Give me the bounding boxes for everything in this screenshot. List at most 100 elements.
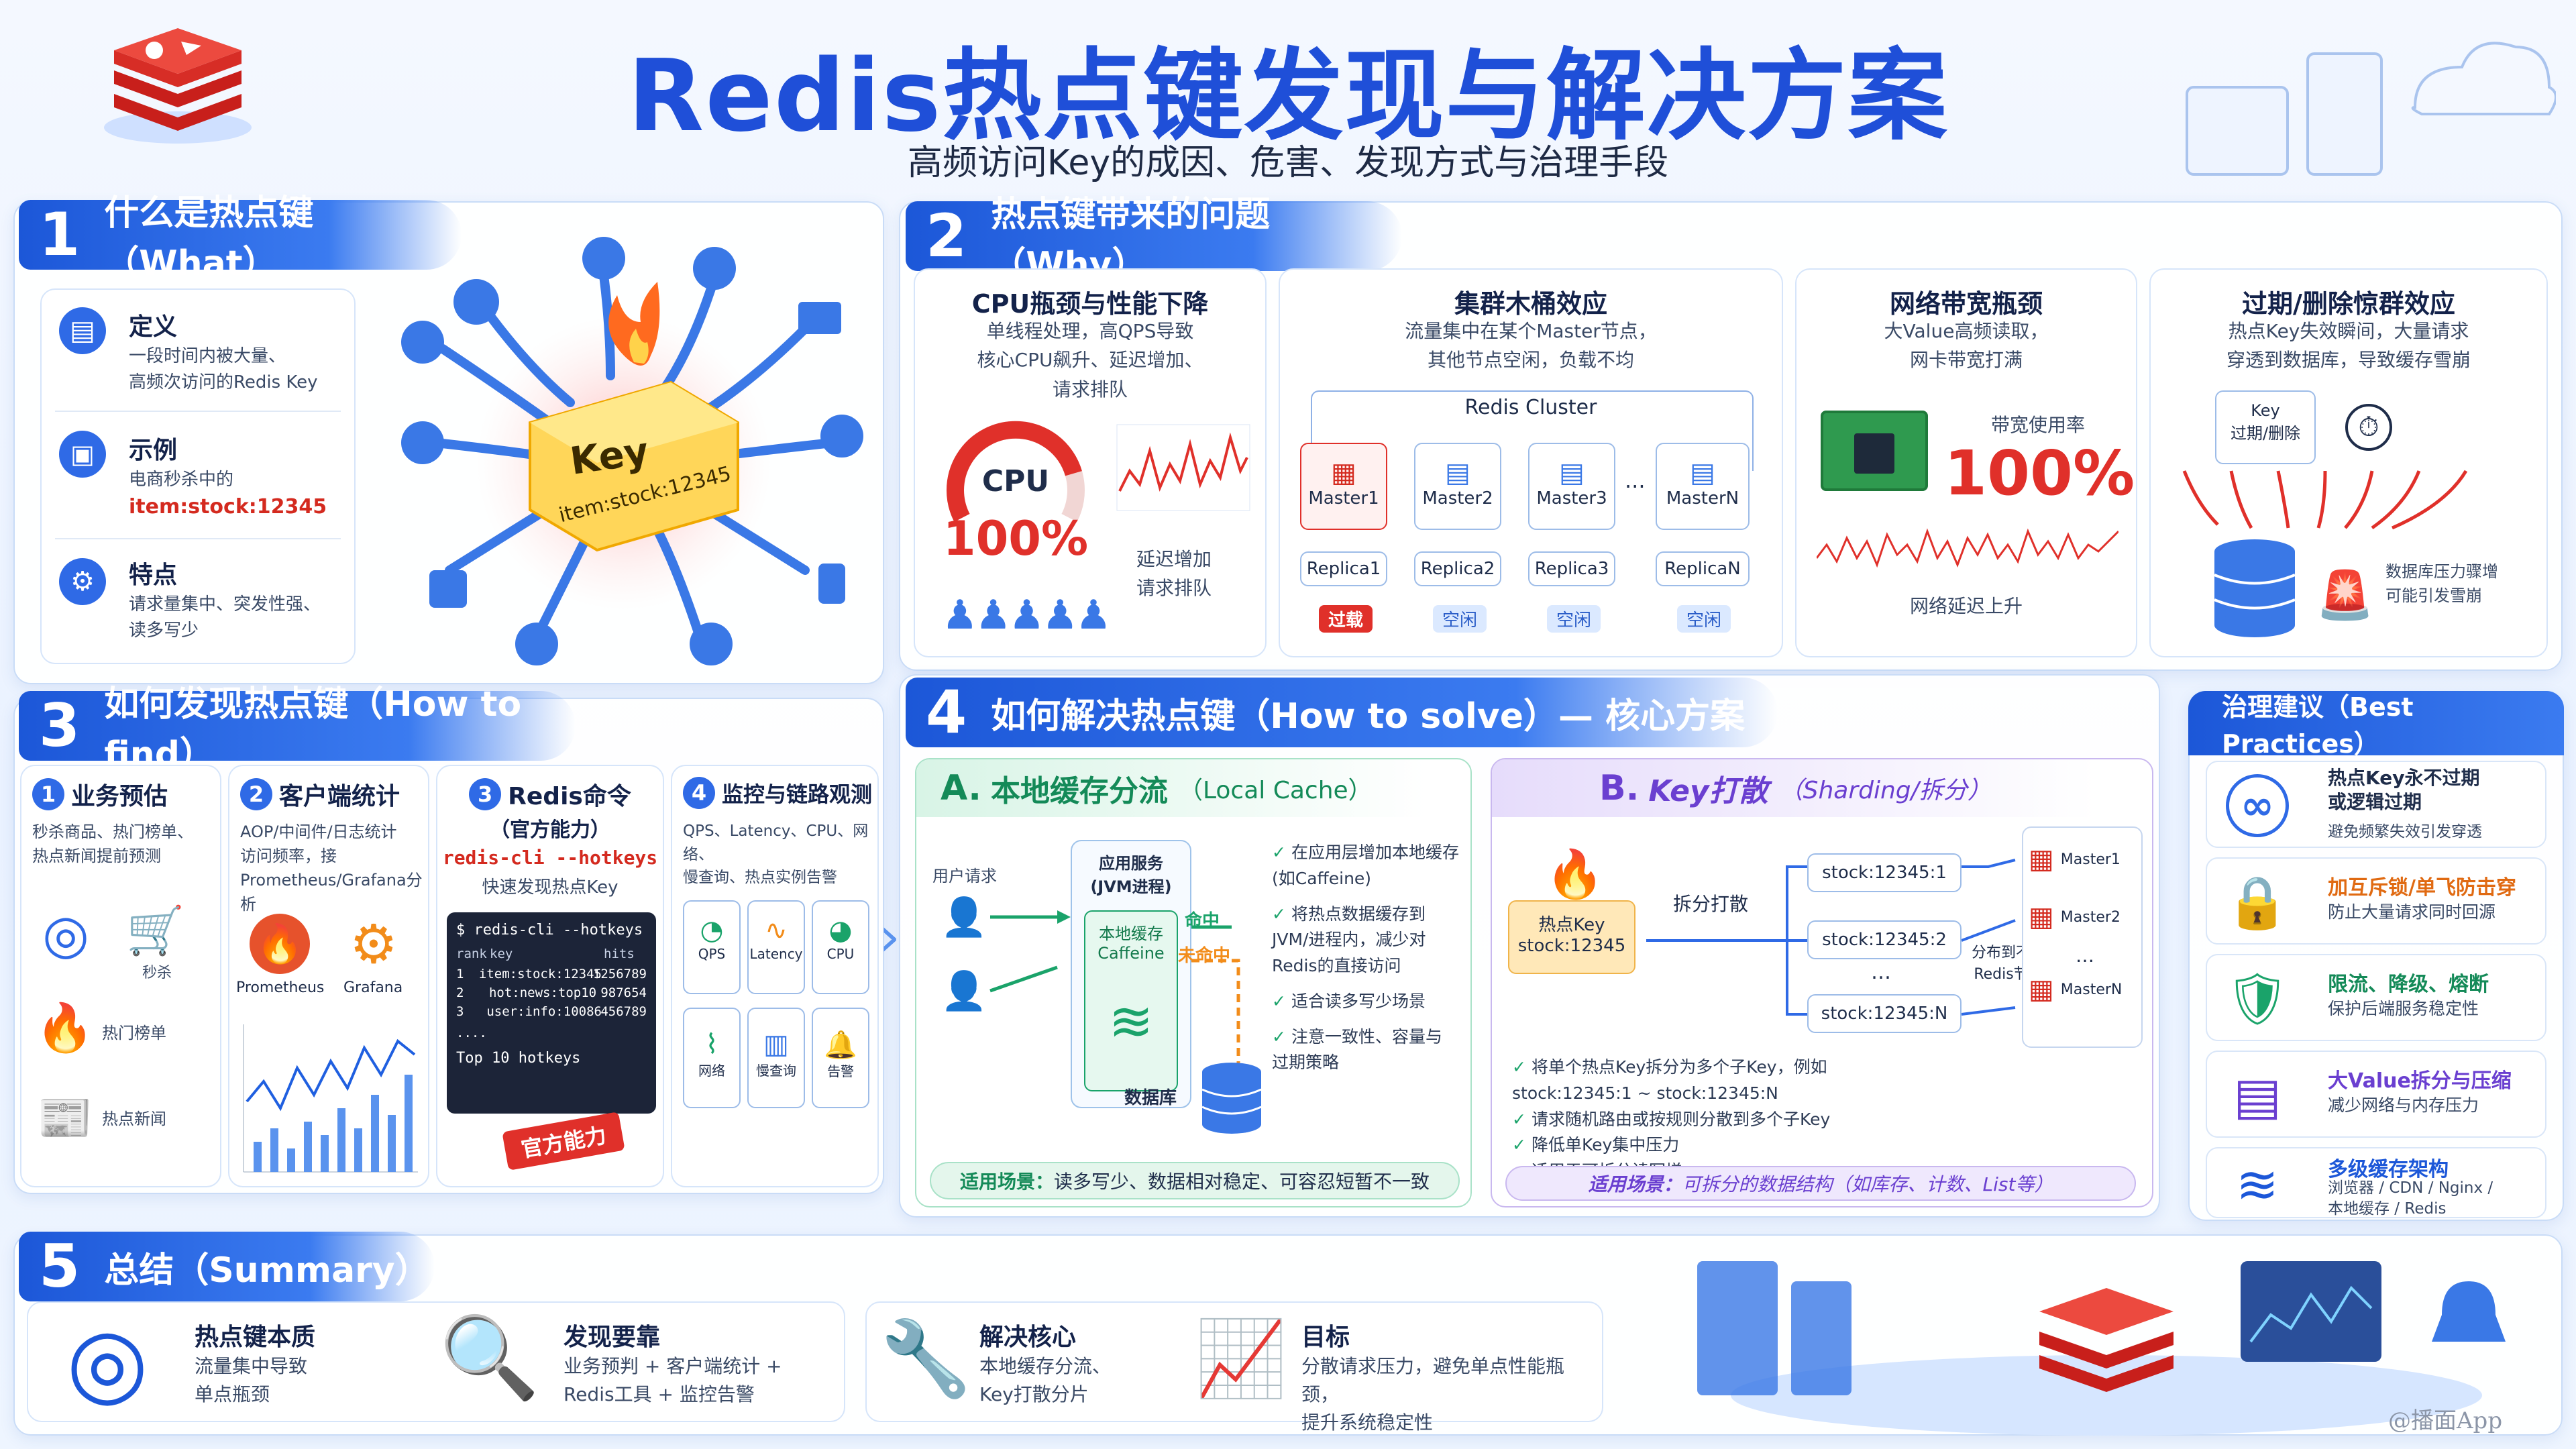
redis-cmd-desc: 快速发现热点Key (482, 877, 619, 898)
replica-node-n: ReplicaN (1656, 551, 1750, 586)
layers-icon: ≋ (1108, 989, 1154, 1053)
master-node-3: ▤Master3 (1528, 443, 1615, 530)
metric-network: ⌇网络 (683, 1008, 741, 1108)
flow-chevron-icon: › (879, 906, 900, 968)
cluster-ellipsis: ... (1625, 468, 1646, 493)
step-4-badge: 4 (683, 777, 715, 809)
hot-key-illustration: Key item:stock:12345 (376, 221, 872, 671)
expire-desc: 热点Key失效瞬间，大量请求 穿透到数据库，导致缓存雪崩 (2226, 320, 2471, 372)
hot-list-label: 热门榜单 (102, 1024, 166, 1042)
step-2-badge: 2 (240, 778, 272, 810)
feature-text: 请求量集中、突发性强、 读多写少 (129, 594, 321, 641)
shard-point-3: ✓降低单Key集中压力 (1512, 1135, 1680, 1155)
network-latency-chart (1817, 528, 2118, 568)
master-node-1: ▦Master1 (1300, 443, 1387, 530)
summary-target-icon: ◎ (66, 1307, 149, 1417)
shard-key-2: stock:12345:2 (1807, 920, 1962, 959)
bp-item-2: 🔒 加互斥锁/单飞防击穿 防止大量请求同时回源 (2206, 857, 2546, 945)
step-3-badge: 3 (469, 778, 502, 810)
example-key: item:stock:12345 (129, 495, 327, 519)
master-node-n: ▤MasterN (1656, 443, 1750, 530)
latency-spike-chart (1116, 424, 1250, 511)
cluster-title: 集群木桶效应 (1454, 289, 1607, 319)
seckill-label: 秒杀 (142, 965, 172, 981)
layers-stack-icon: ≋ (2236, 1154, 2279, 1214)
local-cache-points: ✓在应用层增加本地缓存 (如Caffeine) ✓将热点数据缓存到 JVM/进程… (1272, 840, 1466, 1076)
gear-icon: ⚙ (59, 558, 106, 605)
best-practices-header: 治理建议（Best Practices） (2188, 691, 2564, 759)
client-desc: AOP/中间件/日志统计 访问频率，接 Prometheus/Grafana分析 (240, 822, 423, 914)
shard-key-1: stock:12345:1 (1807, 853, 1962, 892)
replica-node-2: Replica2 (1414, 551, 1501, 586)
terminal-col-rank: rank (456, 947, 487, 961)
business-title: 业务预估 (71, 783, 168, 810)
solve-local-cache-card: A. 本地缓存分流 （Local Cache） 用户请求 👤 👤 应用服务 (J… (915, 758, 1472, 1208)
alarm-icon: 🚨 (2316, 567, 2375, 623)
local-point-3: ✓适合读多写少场景 (1272, 991, 1426, 1011)
local-point-4: ✓注意一致性、容量与 过期策略 (1272, 1026, 1442, 1073)
summary-box-1 (27, 1301, 845, 1422)
terminal-footer: Top 10 hotkeys (456, 1050, 581, 1067)
hit-label: 命中 (1185, 911, 1220, 931)
definition-text: 一段时间内被大量、 高频次访问的Redis Key (129, 346, 318, 392)
expired-key-box: Key 过期/删除 (2215, 390, 2316, 464)
shard-point-2: ✓请求随机路由或按规则分散到多个子Key (1512, 1109, 1831, 1129)
metric-latency: ∿Latency (747, 900, 805, 994)
monitor-desc: QPS、Latency、CPU、网络、 慢查询、热点实例告警 (683, 822, 869, 886)
redis-logo (101, 20, 255, 148)
local-cache-header: A. 本地缓存分流 （Local Cache） (916, 759, 1426, 817)
prometheus-icon: 🔥 (250, 914, 310, 974)
cart-icon: 🛒 (126, 902, 185, 958)
redis-node-1: ▦Master1 (2029, 844, 2121, 875)
terminal-col-key: key (490, 947, 513, 961)
clock-icon: ⏱ (2345, 404, 2392, 451)
replica-node-3: Replica3 (1528, 551, 1615, 586)
summary-box-2 (865, 1301, 1603, 1422)
status-overload: 过载 (1319, 605, 1373, 633)
page-subtitle: 高频访问Key的成因、危害、发现方式与治理手段 (907, 143, 1669, 183)
example-title: 示例 (129, 437, 178, 464)
cache-database-icon (1201, 1063, 1262, 1134)
redis-cmd-subtitle: （官方能力） (490, 818, 610, 842)
hot-key-box: 热点Key stock:12345 (1508, 900, 1635, 974)
lock-icon: 🔒 (2225, 872, 2290, 932)
shard-arrows (1646, 859, 2016, 1016)
shard-dots: … (1871, 961, 1891, 984)
watermark: @播面App (2388, 1407, 2503, 1434)
network-title: 网络带宽瓶颈 (1889, 289, 2043, 319)
bp-item-4: ▤ 大Value拆分与压缩 减少网络与内存压力 (2206, 1051, 2546, 1138)
grafana-label: Grafana (343, 979, 403, 996)
database-label: 数据库 (1124, 1088, 1177, 1108)
cpu-desc: 单线程处理，高QPS导致 核心CPU飙升、延迟增加、 请求排队 (977, 320, 1203, 400)
summary-item-4: 📈 目标 分散请求压力，避免单点性能瓶颈， 提升系统稳定性 (1194, 1308, 1597, 1434)
terminal-command: $ redis-cli --hotkeys (456, 922, 643, 938)
metric-qps: ◔QPS (683, 900, 741, 994)
cluster-desc: 流量集中在某个Master节点， 其他节点空闲，负载不均 (1405, 320, 1657, 372)
bandwidth-label: 带宽使用率 (1990, 414, 2085, 436)
queue-people-icon: ♟♟♟♟♟ (942, 592, 1112, 639)
wrench-icon: 🔧 (879, 1315, 972, 1401)
summary-item-3: 🔧 解决核心 本地缓存分流、 Key打散分片 (879, 1308, 1174, 1415)
metric-alert: 🔔告警 (812, 1008, 869, 1108)
redis-node-dots: … (2076, 945, 2094, 967)
network-desc: 大Value高频读取， 网卡带宽打满 (1884, 320, 2049, 372)
miss-label: 未命中 (1178, 946, 1231, 966)
definition-title: 定义 (129, 313, 178, 341)
master-node-2: ▤Master2 (1414, 443, 1501, 530)
why-cluster-card: 集群木桶效应 流量集中在某个Master节点， 其他节点空闲，负载不均 Redi… (1279, 268, 1783, 657)
target-icon: ◎ (42, 902, 89, 965)
split-label: 拆分打散 (1673, 893, 1749, 915)
best-practices-list: ∞ 热点Key永不过期 或逻辑过期 避免频繁失效引发穿透 🔒 加互斥锁/单飞防击… (2188, 758, 2564, 1221)
expire-note: 数据库压力骤增 可能引发雪崩 (2385, 562, 2498, 605)
cluster-frame (1311, 390, 1754, 471)
user-icon-1: 👤 (941, 896, 987, 939)
bandwidth-value: 100% (1944, 437, 2135, 509)
redis-cmd-text: redis-cli --hotkeys (442, 847, 658, 869)
summary-item-1: ◎ 热点键本质 流量集中导致 单点瓶颈 (54, 1307, 416, 1417)
document-icon: ▤ (59, 307, 106, 354)
terminal-dots: .... (456, 1026, 487, 1040)
